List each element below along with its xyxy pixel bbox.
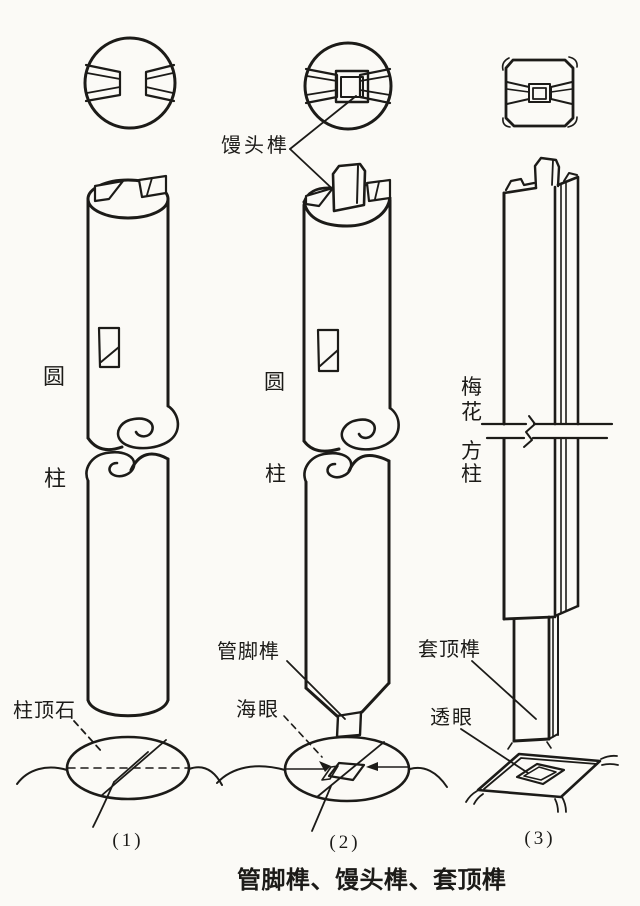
label-sleeve-top-tenon: 套顶榫 [418, 639, 481, 661]
col2-lower-shaft [286, 451, 391, 739]
label-col2-column-type-char2: 柱 [265, 462, 286, 486]
col3-column-body [502, 156, 580, 621]
through-eye-leader-line [460, 728, 529, 774]
label-col3-column-type-char3: 方 [461, 439, 482, 463]
label-col1-column-type-char2: 柱 [44, 466, 67, 491]
col1-base-stone [16, 720, 223, 828]
label-column-top-stone: 柱顶石 [13, 700, 76, 722]
label-col2-column-type-char1: 圆 [264, 370, 285, 394]
panel3-number: (3) [524, 828, 556, 849]
col1-lower-shaft [85, 450, 170, 718]
col1-upper-shaft [86, 174, 180, 452]
sleeve-top-tenon-leader-line [471, 660, 537, 720]
label-col3-column-type-char2: 花 [461, 400, 482, 424]
col2-upper-shaft [302, 162, 400, 453]
label-foot-tenon: 管脚榫 [217, 641, 280, 663]
ground-swash-left [216, 765, 286, 784]
col3-break-symbol [480, 415, 614, 448]
label-mantou-tenon: 馒头榫 [221, 135, 290, 157]
label-col1-column-type-char1: 圆 [43, 364, 66, 389]
ground-swash-right [188, 766, 223, 786]
foot-tenon-leader-line [286, 660, 346, 720]
sea-eye-hole [327, 761, 366, 782]
figure-caption: 管脚榫、馒头榫、套顶榫 [237, 868, 507, 894]
panel2-number: (2) [329, 832, 361, 853]
column-top-stone-leader-line [73, 720, 103, 753]
panel1-number: (1) [112, 830, 144, 851]
label-col3-column-type-char1: 梅 [461, 375, 482, 399]
ground-swash-right [409, 767, 448, 788]
sea-eye-arrowhead-left [319, 761, 331, 772]
label-through-eye: 透眼 [430, 707, 474, 729]
col3-base-slab [460, 728, 619, 813]
col3-sleeve-tenon [471, 614, 559, 750]
label-col3-column-type-char4: 柱 [461, 462, 482, 486]
col2-top-view [303, 41, 393, 131]
through-eye-hole [515, 762, 566, 786]
col3-top-view [501, 56, 578, 128]
ground-swash-left [16, 766, 68, 785]
sea-eye-leader-line [283, 715, 323, 758]
col1-top-view [83, 36, 177, 130]
col2-base-stone [216, 715, 448, 832]
label-sea-eye: 海眼 [236, 699, 280, 721]
sea-eye-arrowhead-right [366, 762, 378, 771]
